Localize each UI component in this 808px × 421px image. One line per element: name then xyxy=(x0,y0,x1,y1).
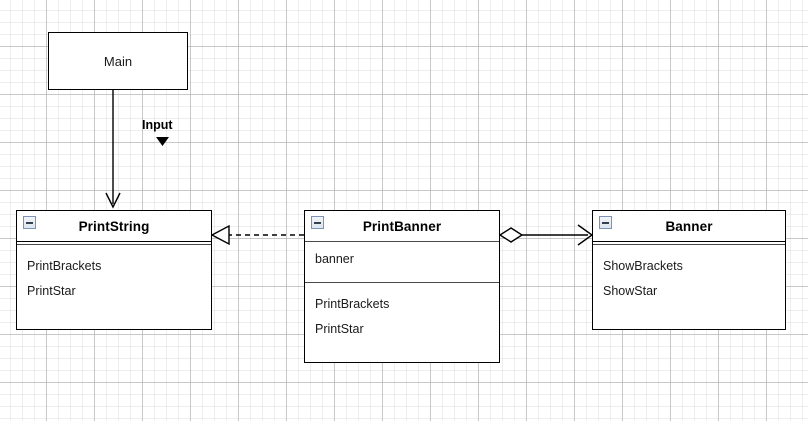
banner-title-bar: Banner xyxy=(593,211,785,241)
printbanner-attributes-separator xyxy=(305,282,499,283)
list-item[interactable]: ShowStar xyxy=(603,284,658,298)
printstring-title-bar: PrintString xyxy=(17,211,211,241)
edge-main-to-printstring xyxy=(105,90,121,209)
banner-operations-compartment: ShowBrackets ShowStar xyxy=(593,245,785,313)
edge-label-input: Input xyxy=(142,118,173,132)
list-item[interactable]: PrintStar xyxy=(315,322,364,336)
printbanner-title-separator xyxy=(305,241,499,242)
node-main-title: Main xyxy=(103,53,133,69)
list-item[interactable]: banner xyxy=(315,252,354,266)
collapse-minus-icon[interactable] xyxy=(599,216,612,229)
node-printbanner-title: PrintBanner xyxy=(362,218,442,234)
printbanner-attributes-compartment: banner xyxy=(305,242,499,282)
printbanner-title-bar: PrintBanner xyxy=(305,211,499,241)
edge-label-text: Input xyxy=(142,118,173,132)
node-printbanner[interactable]: PrintBanner banner PrintBrackets PrintSt… xyxy=(304,210,500,363)
list-item[interactable]: PrintBrackets xyxy=(315,297,390,311)
collapse-minus-icon[interactable] xyxy=(23,216,36,229)
node-printstring[interactable]: PrintString PrintBrackets PrintStar xyxy=(16,210,212,330)
printbanner-operations-compartment: PrintBrackets PrintStar xyxy=(305,283,499,351)
down-triangle-icon xyxy=(156,137,169,146)
banner-title-separator xyxy=(593,241,785,245)
node-main[interactable]: Main xyxy=(48,32,188,90)
printstring-operations-compartment: PrintBrackets PrintStar xyxy=(17,245,211,313)
edge-printbanner-to-printstring xyxy=(210,224,304,246)
printstring-title-separator xyxy=(17,241,211,245)
node-printstring-title: PrintString xyxy=(78,218,150,234)
node-banner-title: Banner xyxy=(665,218,713,234)
list-item[interactable]: ShowBrackets xyxy=(603,259,683,273)
list-item[interactable]: PrintStar xyxy=(27,284,76,298)
collapse-minus-icon[interactable] xyxy=(311,216,324,229)
edge-printbanner-to-banner xyxy=(498,224,594,246)
node-banner[interactable]: Banner ShowBrackets ShowStar xyxy=(592,210,786,330)
list-item[interactable]: PrintBrackets xyxy=(27,259,102,273)
